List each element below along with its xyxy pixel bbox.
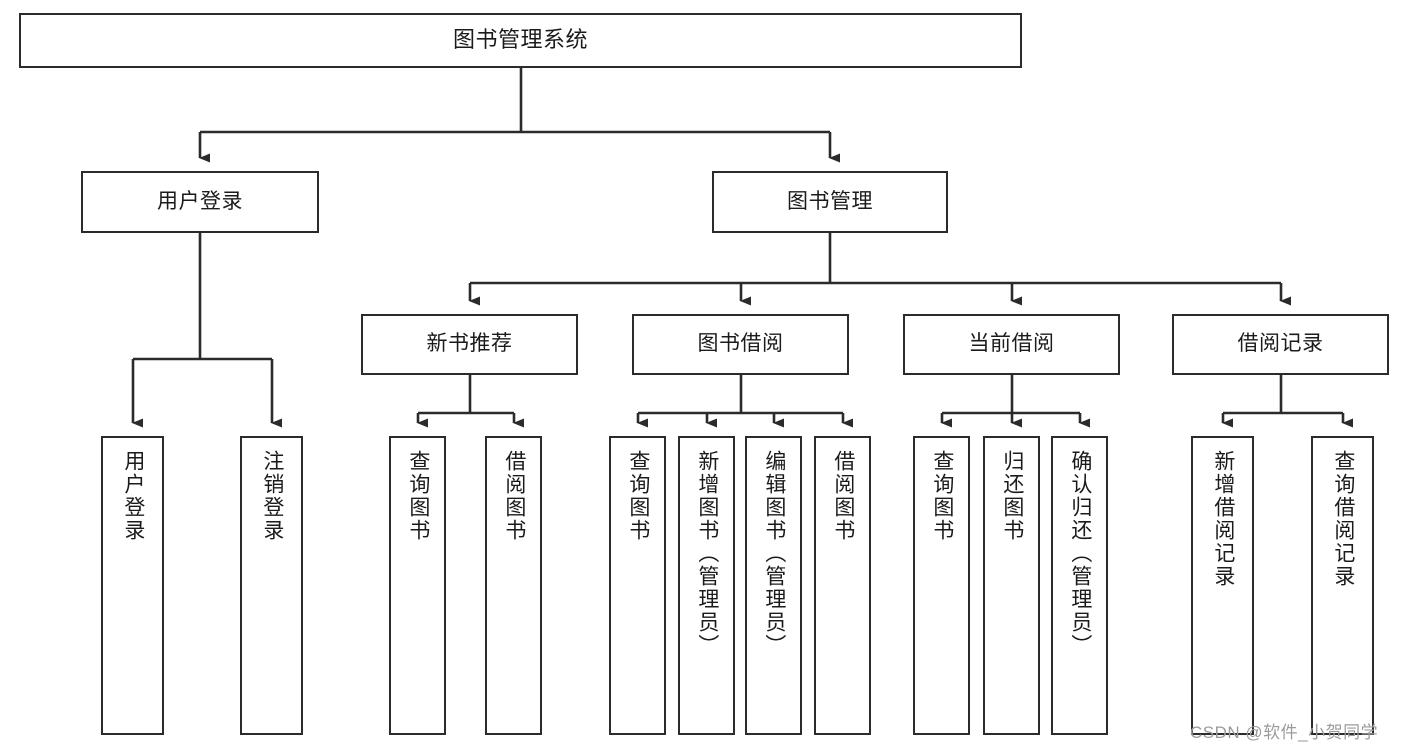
node-root-label: 图书管理系统 — [452, 27, 588, 53]
node-book-borrow[interactable]: 图书借阅 — [632, 314, 849, 375]
node-leaf-add-book-label: 新增图书（管理员） — [695, 450, 719, 657]
node-leaf-query-book-cb-label: 查询图书 — [930, 450, 954, 542]
node-leaf-edit-book-label: 编辑图书（管理员） — [762, 450, 786, 657]
node-leaf-return-book[interactable]: 归还图书 — [983, 436, 1040, 735]
node-root[interactable]: 图书管理系统 — [19, 13, 1022, 68]
node-leaf-query-record-label: 查询借阅记录 — [1331, 450, 1355, 588]
node-current-borrow[interactable]: 当前借阅 — [903, 314, 1120, 375]
node-leaf-user-login[interactable]: 用户登录 — [101, 436, 164, 735]
node-borrow-record-label: 借阅记录 — [1237, 332, 1324, 356]
node-leaf-borrow-book-rec-label: 借阅图书 — [502, 450, 526, 542]
node-leaf-logout[interactable]: 注销登录 — [240, 436, 303, 735]
node-leaf-borrow-book-br[interactable]: 借阅图书 — [814, 436, 871, 735]
node-leaf-query-book-rec-label: 查询图书 — [406, 450, 430, 542]
node-borrow-record[interactable]: 借阅记录 — [1172, 314, 1389, 375]
node-leaf-logout-label: 注销登录 — [260, 450, 284, 542]
node-leaf-add-record-label: 新增借阅记录 — [1211, 450, 1235, 588]
node-leaf-confirm-return-label: 确认归还（管理员） — [1068, 450, 1092, 657]
node-book-manage[interactable]: 图书管理 — [712, 171, 948, 233]
node-leaf-query-book-cb[interactable]: 查询图书 — [913, 436, 970, 735]
node-book-manage-label: 图书管理 — [787, 189, 873, 213]
node-user-login[interactable]: 用户登录 — [81, 171, 319, 233]
node-leaf-borrow-book-rec[interactable]: 借阅图书 — [485, 436, 542, 735]
node-user-login-label: 用户登录 — [157, 189, 243, 213]
node-leaf-add-record[interactable]: 新增借阅记录 — [1191, 436, 1254, 735]
node-leaf-borrow-book-br-label: 借阅图书 — [831, 450, 855, 542]
node-new-book-rec-label: 新书推荐 — [426, 332, 513, 356]
node-leaf-confirm-return[interactable]: 确认归还（管理员） — [1051, 436, 1108, 735]
node-leaf-query-record[interactable]: 查询借阅记录 — [1311, 436, 1374, 735]
node-new-book-rec[interactable]: 新书推荐 — [361, 314, 578, 375]
node-leaf-return-book-label: 归还图书 — [1000, 450, 1024, 542]
node-current-borrow-label: 当前借阅 — [968, 332, 1055, 356]
node-leaf-add-book[interactable]: 新增图书（管理员） — [678, 436, 735, 735]
node-leaf-query-book-br[interactable]: 查询图书 — [609, 436, 666, 735]
node-leaf-edit-book[interactable]: 编辑图书（管理员） — [745, 436, 802, 735]
node-leaf-query-book-br-label: 查询图书 — [626, 450, 650, 542]
node-leaf-query-book-rec[interactable]: 查询图书 — [389, 436, 446, 735]
node-book-borrow-label: 图书借阅 — [697, 332, 784, 356]
node-leaf-user-login-label: 用户登录 — [121, 450, 145, 542]
